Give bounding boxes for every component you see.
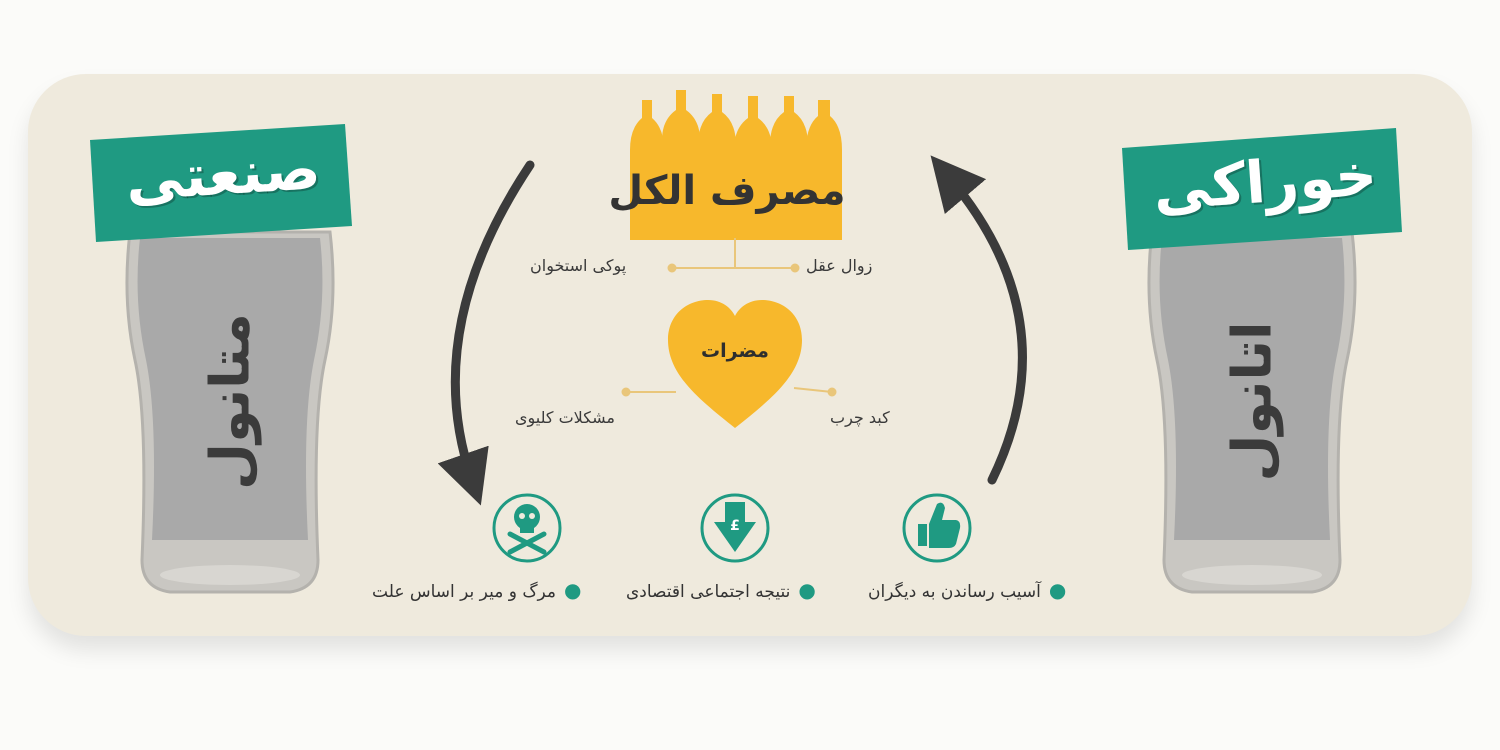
effect-fatty-liver: کبد چرب <box>830 408 890 427</box>
effect-osteoporosis: پوکی استخوان <box>530 256 627 275</box>
consequence-mortality: ●مرگ و میر بر اساس علت <box>372 578 582 602</box>
left-curved-arrow <box>437 160 535 506</box>
skull-crossbones-icon <box>492 493 562 563</box>
alcohol-consumption-title: مصرف الکل <box>608 168 846 214</box>
edible-banner <box>1122 128 1402 250</box>
top-connector <box>667 238 800 273</box>
consequence-socioeconomic: ●نتیجه اجتماعی اقتصادی <box>626 578 816 602</box>
heart-icon <box>668 300 802 428</box>
effect-dementia: زوال عقل <box>806 256 873 275</box>
methanol-glass-icon <box>125 230 335 594</box>
svg-text:£: £ <box>730 518 740 534</box>
pound-down-arrow-icon: £ <box>700 493 770 563</box>
heart-connector <box>621 387 837 397</box>
bottles-icon <box>630 90 842 240</box>
thumbs-up-icon <box>902 493 972 563</box>
methanol-label: متانول <box>198 313 262 490</box>
ethanol-glass-icon <box>1147 230 1357 594</box>
industrial-banner <box>90 124 352 242</box>
effect-kidney-problems: مشکلات کلیوی <box>515 408 615 427</box>
industrial-label: صنعتی <box>123 134 323 214</box>
ethanol-label: اتانول <box>1220 321 1284 482</box>
consequence-harm-others: ●آسیب رساندن به دیگران <box>868 578 1067 602</box>
right-curved-arrow <box>930 155 1027 485</box>
harms-label: مضرات <box>701 340 769 362</box>
